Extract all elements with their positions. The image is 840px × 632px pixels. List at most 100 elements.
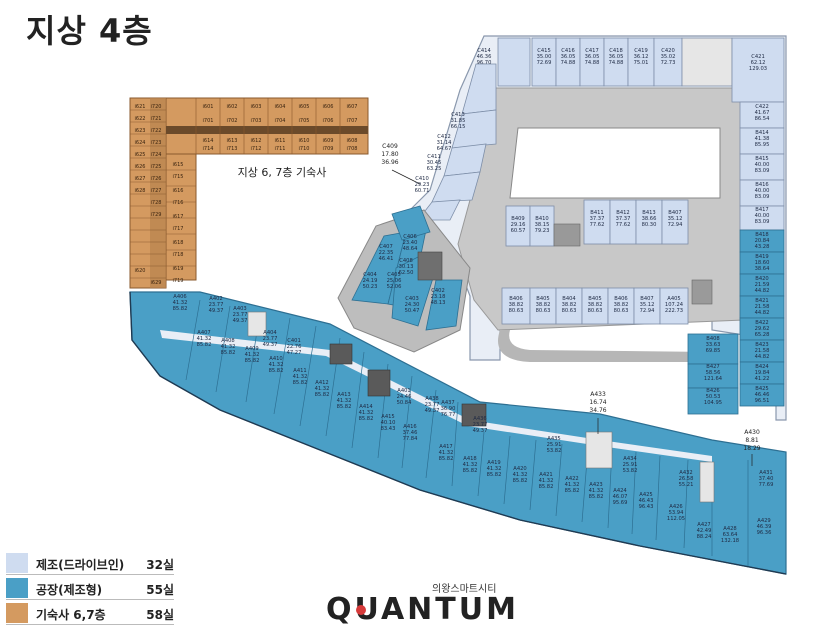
dorm-room-label: i614 bbox=[203, 138, 214, 144]
dorm-grid bbox=[130, 98, 341, 279]
legend-count: 32실 bbox=[146, 558, 174, 572]
room-label-line: A406 bbox=[173, 294, 186, 300]
room-label-line: 29.62 bbox=[755, 326, 770, 332]
room-label-line: B413 bbox=[642, 210, 655, 216]
room-label-line: 41.32 bbox=[173, 300, 188, 306]
room-label-line: A423 bbox=[589, 482, 602, 488]
room-label-line: A437 bbox=[441, 400, 454, 406]
drive-curve bbox=[498, 330, 712, 362]
room-label-line: 96.43 bbox=[639, 504, 654, 510]
room-label-line: 41.32 bbox=[589, 488, 604, 494]
room-label-line: 21.58 bbox=[755, 348, 770, 354]
room-label-line: 50.23 bbox=[363, 284, 378, 290]
svg-text:C409: C409 bbox=[382, 143, 398, 150]
room-label-line: 41.32 bbox=[513, 472, 528, 478]
room-label-line: A436 bbox=[473, 416, 486, 422]
room-label-line: 48.13 bbox=[431, 300, 446, 306]
room-label-line: 24.46 bbox=[397, 394, 412, 400]
dorm-caption: 지상 6, 7층 기숙사 bbox=[238, 166, 327, 179]
room-label-line: A427 bbox=[697, 522, 710, 528]
room-label-line: 96.70 bbox=[477, 60, 492, 66]
room-label-line: A414 bbox=[359, 404, 373, 410]
room-label-line: B417 bbox=[755, 207, 768, 213]
room-label-line: C417 bbox=[585, 48, 599, 54]
room-label-line: B409 bbox=[511, 216, 524, 222]
room-label-line: 83.09 bbox=[755, 194, 770, 200]
room-label-line: A418 bbox=[463, 456, 476, 462]
legend-label: 공장(제조형) bbox=[36, 583, 103, 597]
room-label-line: 41.32 bbox=[359, 410, 374, 416]
room-label-line: C411 bbox=[427, 154, 441, 160]
room-label-line: 40.00 bbox=[755, 188, 770, 194]
room-label-line: 49.37 bbox=[473, 428, 488, 434]
room-labels: C41446.3696.70C41535.0072.69C41636.0574.… bbox=[173, 48, 774, 544]
room-label-line: 55.21 bbox=[679, 482, 694, 488]
room-label-line: 62.12 bbox=[751, 60, 766, 66]
room-label-line: 23.77 bbox=[473, 422, 488, 428]
dorm-room-label: i719 bbox=[173, 278, 184, 284]
room-label-line: A402 bbox=[209, 296, 222, 302]
dorm-room-label: i608 bbox=[347, 138, 358, 144]
room-label-line: 44.82 bbox=[755, 288, 770, 294]
room-label-line: 85.82 bbox=[197, 342, 212, 348]
dorm-room-label: i616 bbox=[173, 188, 184, 194]
room-label-line: B422 bbox=[755, 320, 768, 326]
room-label-line: C406 bbox=[403, 234, 417, 240]
dorm-room-label: i728 bbox=[151, 200, 162, 206]
room-label-line: B408 bbox=[706, 336, 719, 342]
dorm-room-label: i711 bbox=[275, 146, 286, 152]
room-label-line: 80.63 bbox=[536, 308, 551, 314]
room-label-line: 85.82 bbox=[173, 306, 188, 312]
room-label-line: A401 bbox=[397, 388, 410, 394]
south-grid bbox=[185, 299, 749, 566]
room-label-line: 85.82 bbox=[359, 416, 374, 422]
dorm-room-label: i715 bbox=[173, 174, 184, 180]
room-label-line: 88.24 bbox=[697, 534, 713, 540]
room-label-line: 41.32 bbox=[565, 482, 580, 488]
room-label-line: C405 bbox=[387, 272, 401, 278]
room-label-line: 85.82 bbox=[487, 472, 502, 478]
room-label-line: 40.10 bbox=[381, 420, 396, 426]
room-label-line: C407 bbox=[379, 244, 393, 250]
room-label-line: 40.00 bbox=[755, 162, 770, 168]
dorm-room-label: i722 bbox=[151, 128, 162, 134]
diagonal-rooms bbox=[417, 63, 497, 221]
callout-a433: A433 16.74 34.76 bbox=[589, 391, 606, 414]
room-label-line: 62.50 bbox=[399, 270, 414, 276]
room-label-line: 83.43 bbox=[381, 426, 396, 432]
room-label-line: A422 bbox=[565, 476, 578, 482]
room-label-line: 46.07 bbox=[613, 494, 628, 500]
room-label-line: A434 bbox=[623, 456, 637, 462]
brand-subtitle: 의왕스마트시티 bbox=[432, 584, 497, 595]
room-label-line: 41.67 bbox=[755, 110, 770, 116]
room-label-line: A404 bbox=[263, 330, 277, 336]
room-label-line: A409 bbox=[245, 346, 258, 352]
room-label-line: 41.32 bbox=[293, 374, 308, 380]
room-label-line: B418 bbox=[755, 232, 768, 238]
room-label-line: B416 bbox=[755, 182, 768, 188]
room-label-line: 85.82 bbox=[245, 358, 260, 364]
room-label-line: 75.01 bbox=[634, 60, 649, 66]
dorm-room-label: i620 bbox=[135, 268, 146, 274]
room-label-line: A415 bbox=[381, 414, 394, 420]
room-label-line: C408 bbox=[399, 258, 413, 264]
svg-text:36.96: 36.96 bbox=[381, 159, 398, 166]
room-label-line: C418 bbox=[609, 48, 623, 54]
room-label-line: C415 bbox=[537, 48, 551, 54]
room-label-line: 85.82 bbox=[315, 392, 330, 398]
dorm-room-label: i609 bbox=[323, 138, 334, 144]
room-label-line: 41.32 bbox=[539, 478, 554, 484]
room-label-line: 52.06 bbox=[387, 284, 402, 290]
room-label-line: 38.15 bbox=[535, 222, 550, 228]
